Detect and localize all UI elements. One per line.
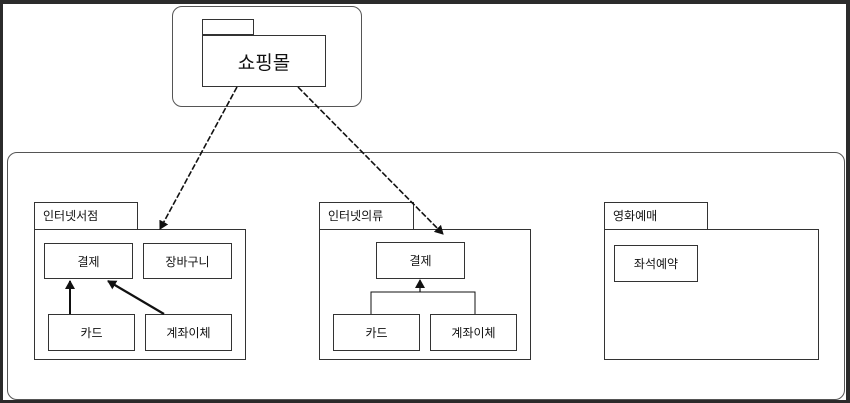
- class-card-clothing: 카드: [333, 314, 420, 351]
- root-package-tab: [202, 19, 254, 35]
- class-payment-clothing: 결제: [376, 242, 465, 279]
- window-frame-right: [846, 0, 850, 403]
- window-frame-top: [0, 0, 850, 4]
- package-tab-movie: 영화예매: [604, 202, 708, 230]
- class-transfer-clothing: 계좌이체: [430, 314, 517, 351]
- class-card-bookstore: 카드: [48, 314, 135, 351]
- class-seat-reservation-movie: 좌석예약: [614, 245, 698, 282]
- window-frame-bottom: [0, 400, 850, 403]
- class-cart-bookstore: 장바구니: [143, 243, 232, 279]
- class-transfer-bookstore: 계좌이체: [145, 314, 232, 351]
- class-payment-bookstore: 결제: [44, 243, 133, 279]
- package-movie: [604, 229, 819, 360]
- root-package-title: 쇼핑몰: [237, 51, 291, 74]
- package-tab-bookstore: 인터넷서점: [34, 202, 138, 230]
- root-package: [202, 35, 326, 87]
- window-frame-left: [0, 0, 3, 403]
- package-tab-clothing: 인터넷의류: [319, 202, 414, 230]
